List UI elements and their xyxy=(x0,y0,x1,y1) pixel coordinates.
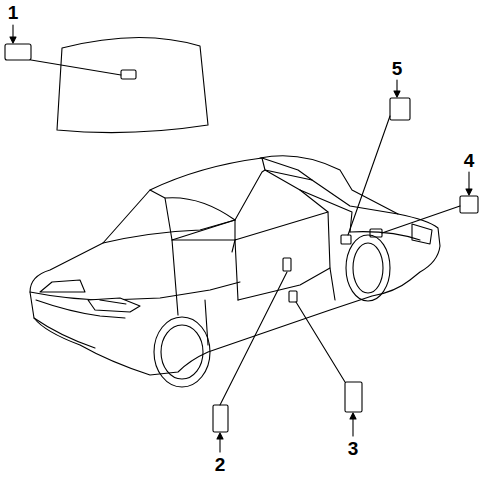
label-part xyxy=(345,382,362,412)
leader-line xyxy=(296,302,345,382)
hood-label xyxy=(121,70,136,79)
leader-line xyxy=(348,116,390,235)
label-part xyxy=(213,405,228,432)
callout-number: 2 xyxy=(215,455,226,474)
arrowhead xyxy=(217,433,223,439)
leader-line xyxy=(31,60,121,75)
door-label xyxy=(289,291,297,302)
arrowhead xyxy=(394,91,400,97)
hood-panel xyxy=(57,37,208,132)
quarter-label xyxy=(341,235,351,244)
arrowhead xyxy=(466,189,472,195)
callout-number: 3 xyxy=(348,439,359,458)
leader-line xyxy=(220,272,287,405)
door-label xyxy=(283,258,291,271)
callout-number: 5 xyxy=(392,59,403,78)
quarter-label xyxy=(370,229,382,237)
label-part xyxy=(390,98,410,120)
leader-line xyxy=(382,206,460,233)
callout-number: 4 xyxy=(464,151,475,170)
arrowhead xyxy=(10,37,16,43)
label-part xyxy=(5,44,31,60)
car-body xyxy=(30,156,440,387)
callout-number: 1 xyxy=(8,3,19,22)
arrowhead xyxy=(350,413,356,419)
label-part xyxy=(460,196,478,213)
